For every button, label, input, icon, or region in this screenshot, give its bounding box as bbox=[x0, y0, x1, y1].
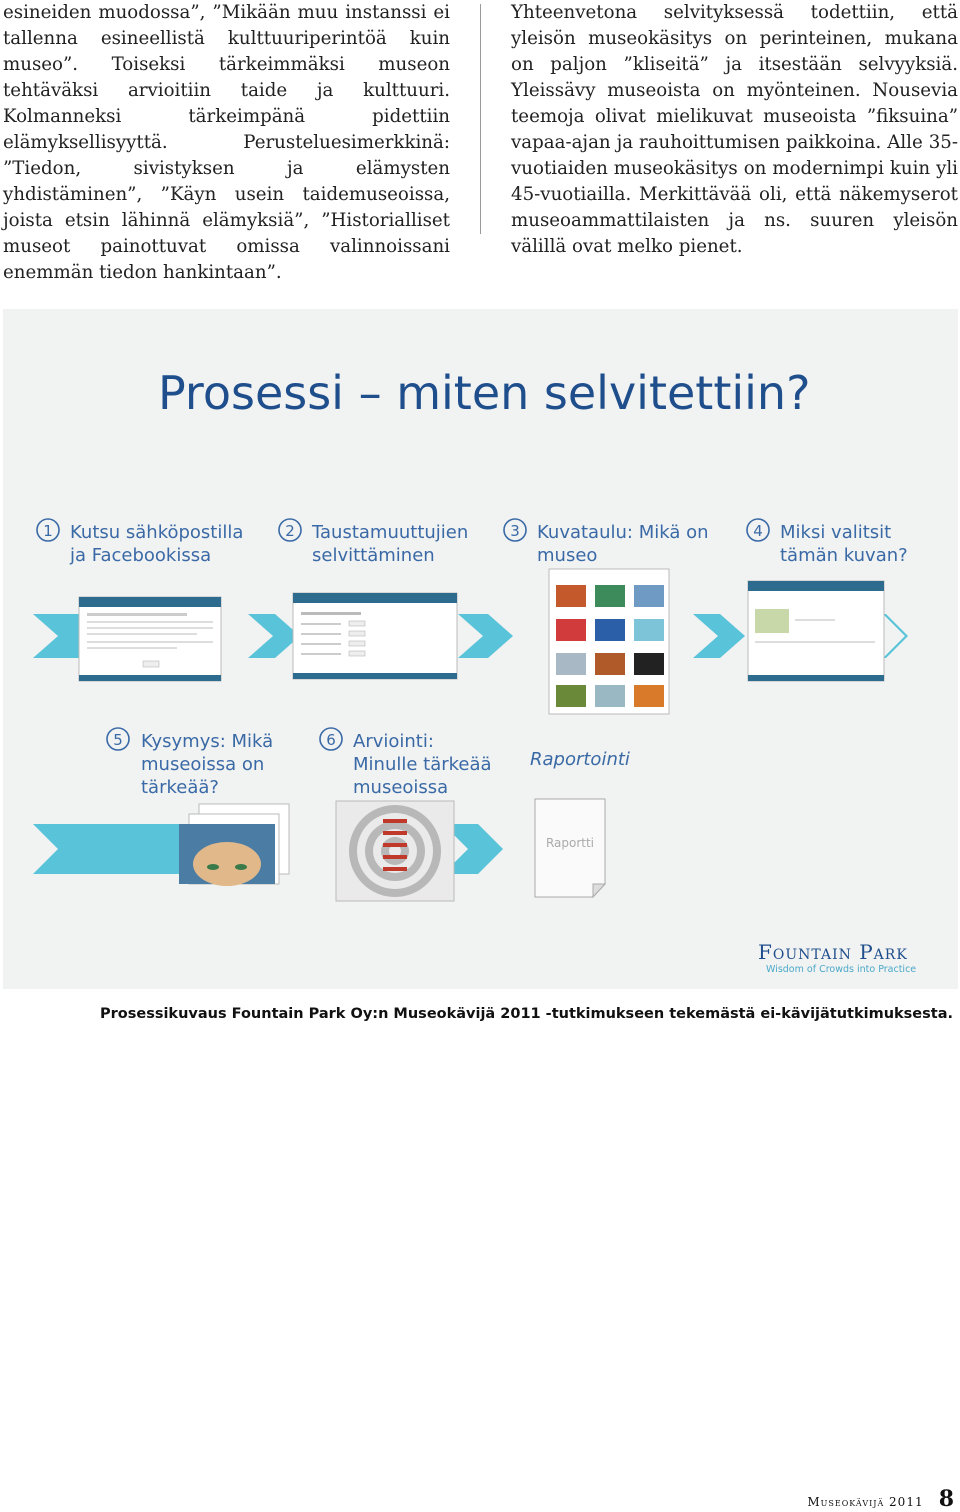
process-figure: Prosessi – miten selvitettiin? 1 Kutsu s… bbox=[3, 309, 958, 989]
step-number: 5 bbox=[113, 731, 123, 749]
step-label-line1: Taustamuuttujien bbox=[311, 522, 468, 543]
step-number-circle bbox=[278, 518, 302, 542]
step-3: 3 Kuvataulu: Mikä on museo bbox=[503, 518, 709, 715]
target-thumbnail bbox=[335, 800, 455, 902]
screenshot-thumbnail bbox=[292, 592, 458, 680]
step-2: 2 Taustamuuttujien selvittäminen bbox=[278, 518, 468, 680]
step-label-line1: Kuvataulu: Mikä on bbox=[537, 522, 709, 543]
step-number-circle bbox=[36, 518, 60, 542]
step-label-line2: museoissa on bbox=[141, 754, 264, 775]
step-label-line2: selvittäminen bbox=[312, 545, 435, 566]
step-number: 6 bbox=[326, 731, 336, 749]
step-number-circle bbox=[503, 518, 527, 542]
step-label-line2: museo bbox=[537, 545, 597, 566]
step-label-line1: Miksi valitsit bbox=[780, 522, 891, 543]
reporting-step: Raportointi Raportti bbox=[530, 749, 630, 899]
step-number: 3 bbox=[510, 522, 520, 540]
page-number: 8 bbox=[938, 1486, 954, 1512]
logo-tagline: Wisdom of Crowds into Practice bbox=[766, 964, 916, 975]
step-number-circle bbox=[106, 727, 130, 751]
logo-name: Fountain Park bbox=[758, 940, 908, 964]
fountain-park-logo: Fountain Park Wisdom of Crowds into Prac… bbox=[758, 940, 916, 975]
step-label-line1: Kutsu sähköpostilla bbox=[70, 522, 243, 543]
step-6: 6 Arviointi: Minulle tärkeää museoissa bbox=[319, 727, 492, 902]
left-paragraph: esineiden muodossa”, ”Mikään muu instans… bbox=[3, 2, 450, 283]
step-number: 2 bbox=[285, 522, 295, 540]
arrow-shape bbox=[248, 614, 300, 658]
step-number-circle bbox=[746, 518, 770, 542]
arrow-shape bbox=[693, 614, 745, 658]
step-label-line1: Arviointi: bbox=[353, 731, 434, 752]
arrow-shape bbox=[883, 614, 908, 658]
article-column-left: esineiden muodossa”, ”Mikään muu instans… bbox=[3, 0, 450, 286]
arrow-shape bbox=[443, 824, 503, 874]
step-5: 5 Kysymys: Mikä museoissa on tärkeää? bbox=[106, 727, 290, 886]
face-collage-thumbnail bbox=[179, 803, 290, 886]
step-number-circle bbox=[319, 727, 343, 751]
step-1: 1 Kutsu sähköpostilla ja Facebookissa bbox=[36, 518, 243, 682]
article-column-right: Yhteenvetona selvityksessä todettiin, et… bbox=[511, 0, 958, 260]
step-label-line2: Minulle tärkeää bbox=[353, 754, 492, 775]
column-divider bbox=[480, 4, 481, 234]
screenshot-thumbnail bbox=[78, 596, 222, 682]
process-diagram: Prosessi – miten selvitettiin? 1 Kutsu s… bbox=[33, 366, 916, 975]
right-paragraph: Yhteenvetona selvityksessä todettiin, et… bbox=[511, 2, 958, 257]
report-document-label: Raportti bbox=[546, 836, 594, 850]
step-number: 1 bbox=[43, 522, 53, 540]
step-label-line3: tärkeää? bbox=[141, 777, 219, 798]
step-label-line2: ja Facebookissa bbox=[69, 545, 211, 566]
step-label-line2: tämän kuvan? bbox=[780, 545, 908, 566]
step-label-line1: Kysymys: Mikä bbox=[141, 731, 273, 752]
step-number: 4 bbox=[753, 522, 763, 540]
arrow-shape bbox=[458, 614, 513, 658]
publication-title: Museokävijä 2011 bbox=[807, 1495, 924, 1509]
image-grid bbox=[556, 585, 664, 707]
figure-title: Prosessi – miten selvitettiin? bbox=[158, 366, 811, 420]
figure-caption: Prosessikuvaus Fountain Park Oy:n Museok… bbox=[100, 1006, 953, 1022]
page-footer: Museokävijä 2011 8 bbox=[807, 1486, 954, 1512]
report-label: Raportointi bbox=[530, 749, 630, 770]
step-label-line3: museoissa bbox=[353, 777, 448, 798]
step-4: 4 Miksi valitsit tämän kuvan? bbox=[746, 518, 908, 682]
